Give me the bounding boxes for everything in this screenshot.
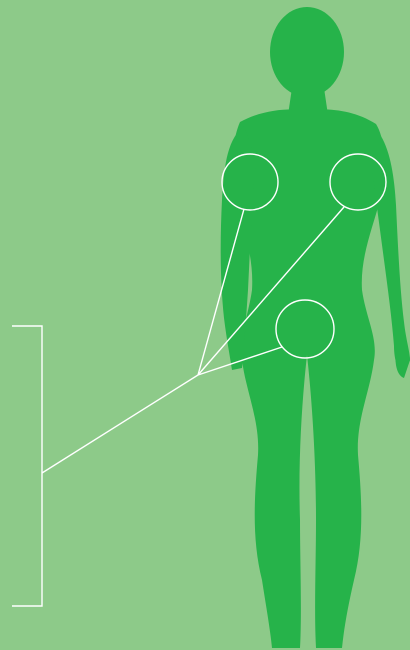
head xyxy=(270,7,344,97)
